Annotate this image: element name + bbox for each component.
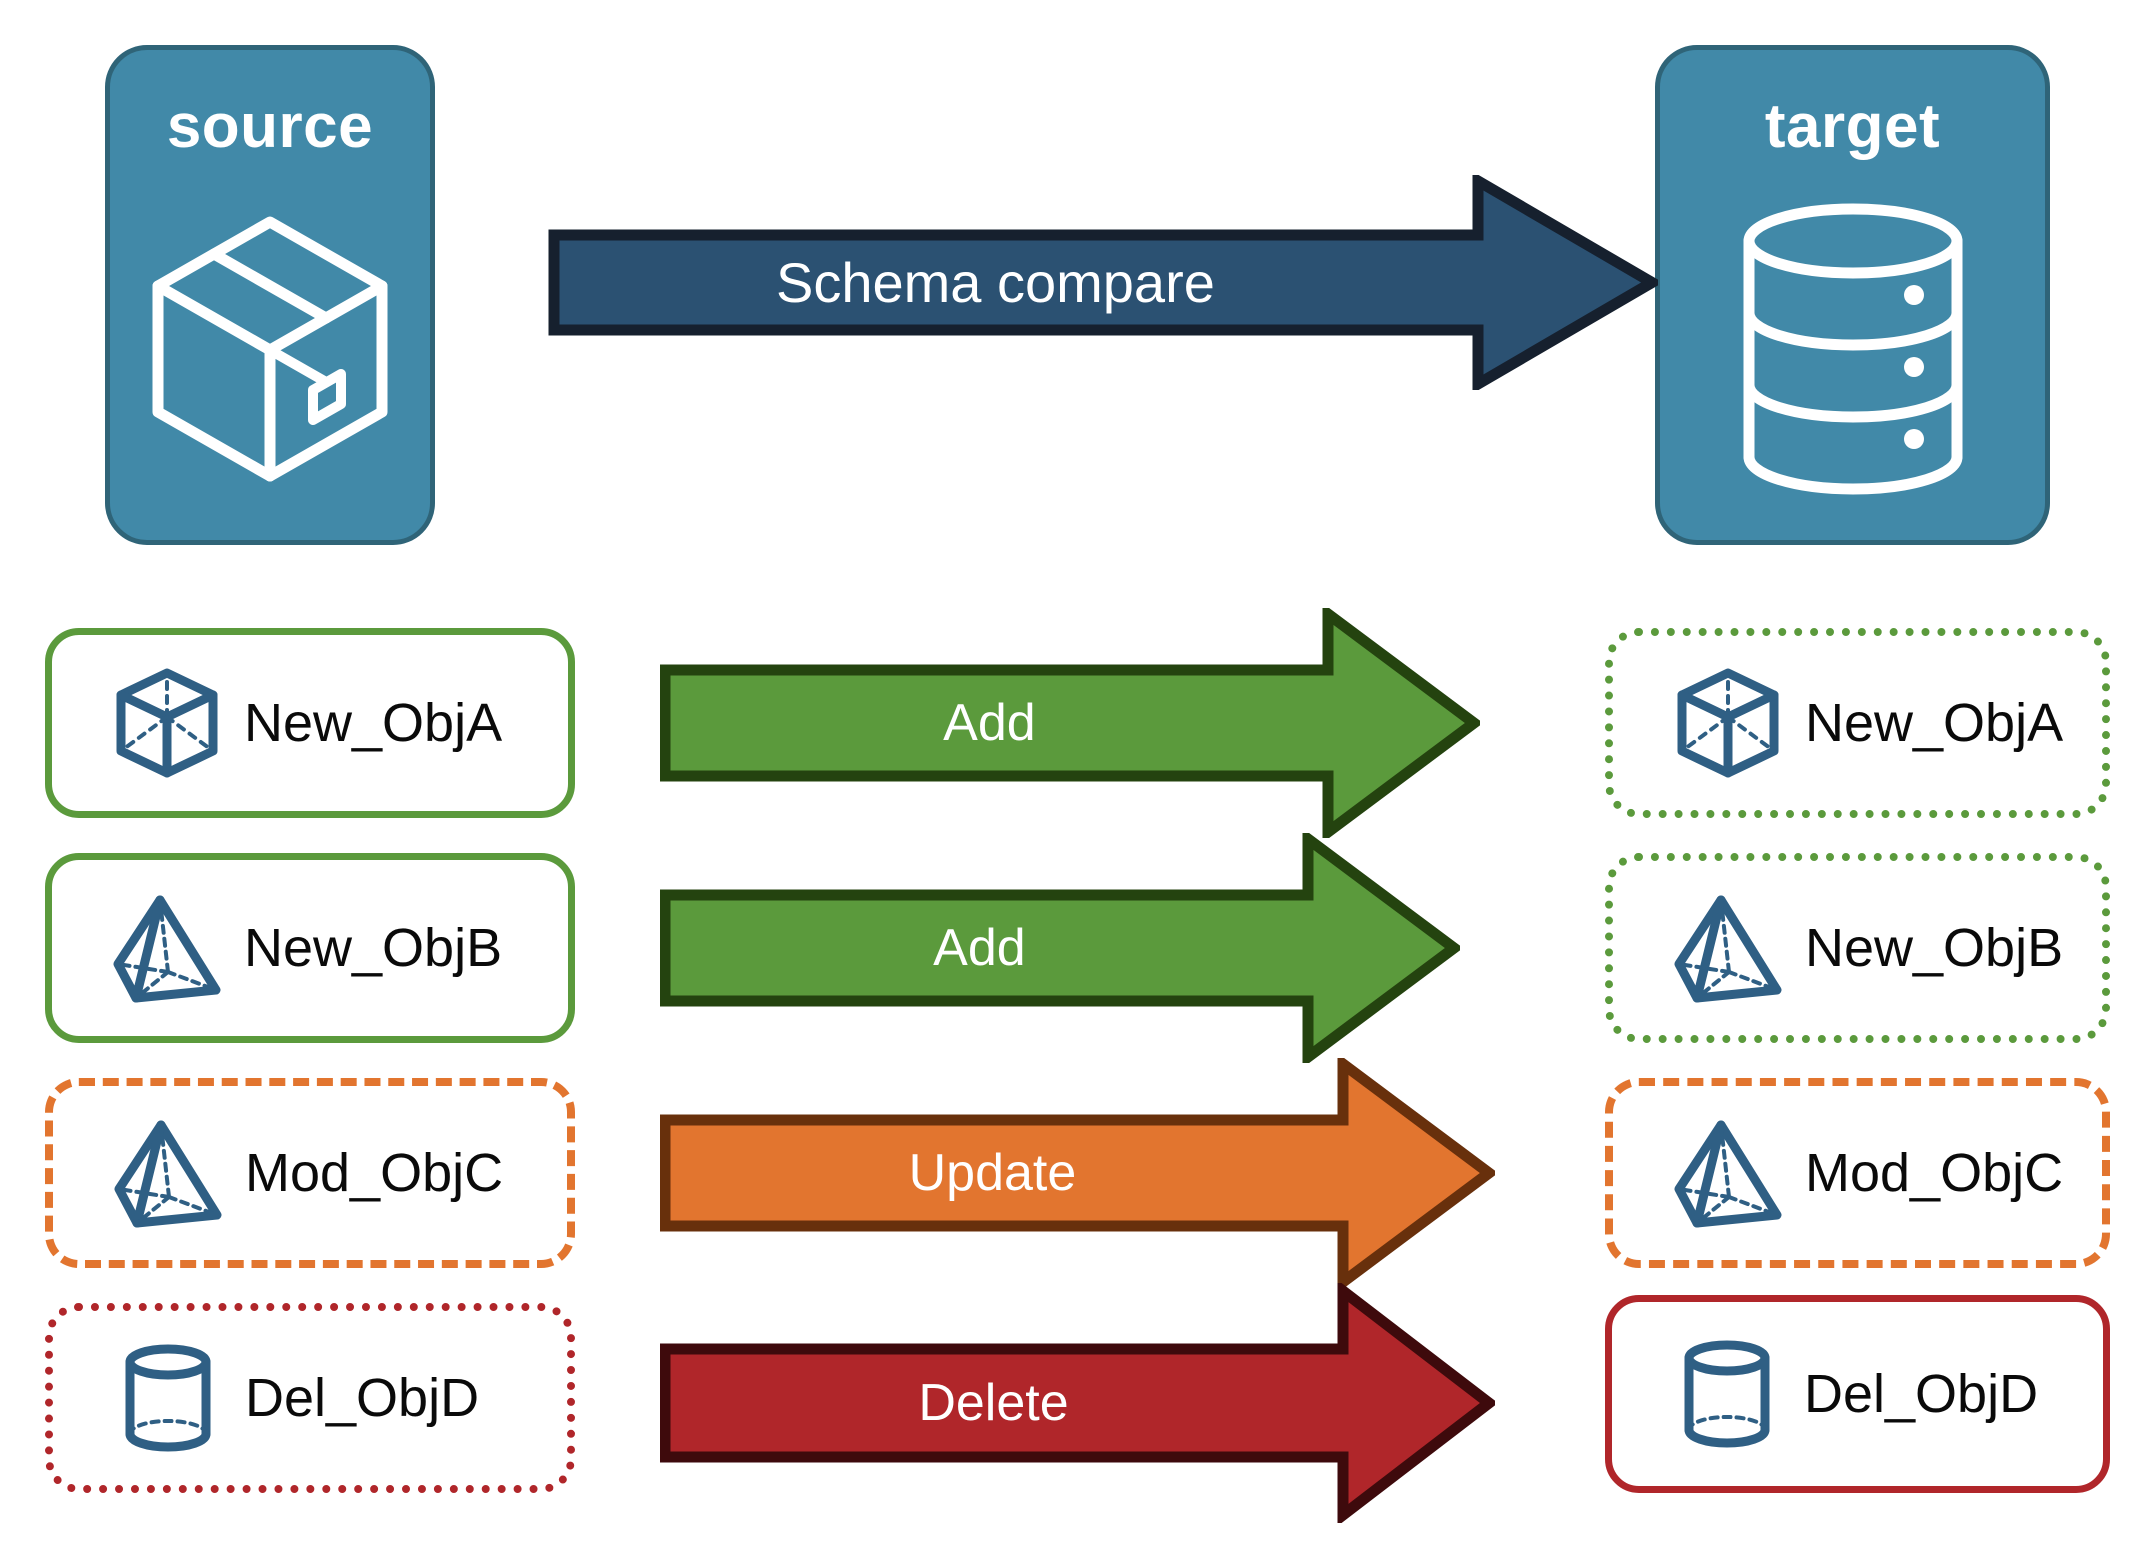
source-object-card[interactable]: Del_ObjD: [45, 1303, 575, 1493]
update-arrow[interactable]: Update: [659, 1053, 1499, 1293]
target-object-card[interactable]: New_ObjB: [1605, 853, 2110, 1043]
wireframe-cube-icon: [108, 667, 226, 779]
package-box-icon: [110, 158, 430, 540]
add-arrow[interactable]: Add: [659, 603, 1484, 843]
wireframe-cylinder-icon: [1668, 1338, 1786, 1450]
source-object-card[interactable]: Mod_ObjC: [45, 1078, 575, 1268]
source-panel[interactable]: source: [105, 45, 435, 545]
target-panel-title: target: [1764, 92, 1941, 161]
wireframe-pyramid-icon: [1669, 892, 1787, 1004]
source-object-label: New_ObjB: [244, 918, 503, 978]
delete-arrow[interactable]: Delete: [659, 1279, 1499, 1527]
schema-compare-arrow[interactable]: Schema compare: [548, 171, 1663, 394]
target-object-label: Mod_ObjC: [1805, 1143, 2064, 1203]
wireframe-pyramid-icon: [1669, 1117, 1787, 1229]
target-panel[interactable]: target: [1655, 45, 2050, 545]
source-panel-title: source: [166, 92, 374, 161]
database-cylinder-icon: [1660, 158, 2045, 540]
wireframe-cylinder-icon: [109, 1342, 227, 1454]
target-object-card[interactable]: New_ObjA: [1605, 628, 2110, 818]
target-object-card[interactable]: Mod_ObjC: [1605, 1078, 2110, 1268]
wireframe-cube-icon: [1669, 667, 1787, 779]
wireframe-pyramid-icon: [109, 1117, 227, 1229]
source-object-card[interactable]: New_ObjA: [45, 628, 575, 818]
target-object-label: New_ObjB: [1805, 918, 2064, 978]
source-object-label: Mod_ObjC: [245, 1143, 504, 1203]
target-object-label: New_ObjA: [1805, 693, 2064, 753]
source-object-label: Del_ObjD: [245, 1368, 480, 1428]
target-object-label: Del_ObjD: [1804, 1364, 2039, 1424]
target-object-card[interactable]: Del_ObjD: [1605, 1295, 2110, 1493]
source-object-card[interactable]: New_ObjB: [45, 853, 575, 1043]
add-arrow[interactable]: Add: [659, 828, 1464, 1068]
source-object-label: New_ObjA: [244, 693, 503, 753]
wireframe-pyramid-icon: [108, 892, 226, 1004]
